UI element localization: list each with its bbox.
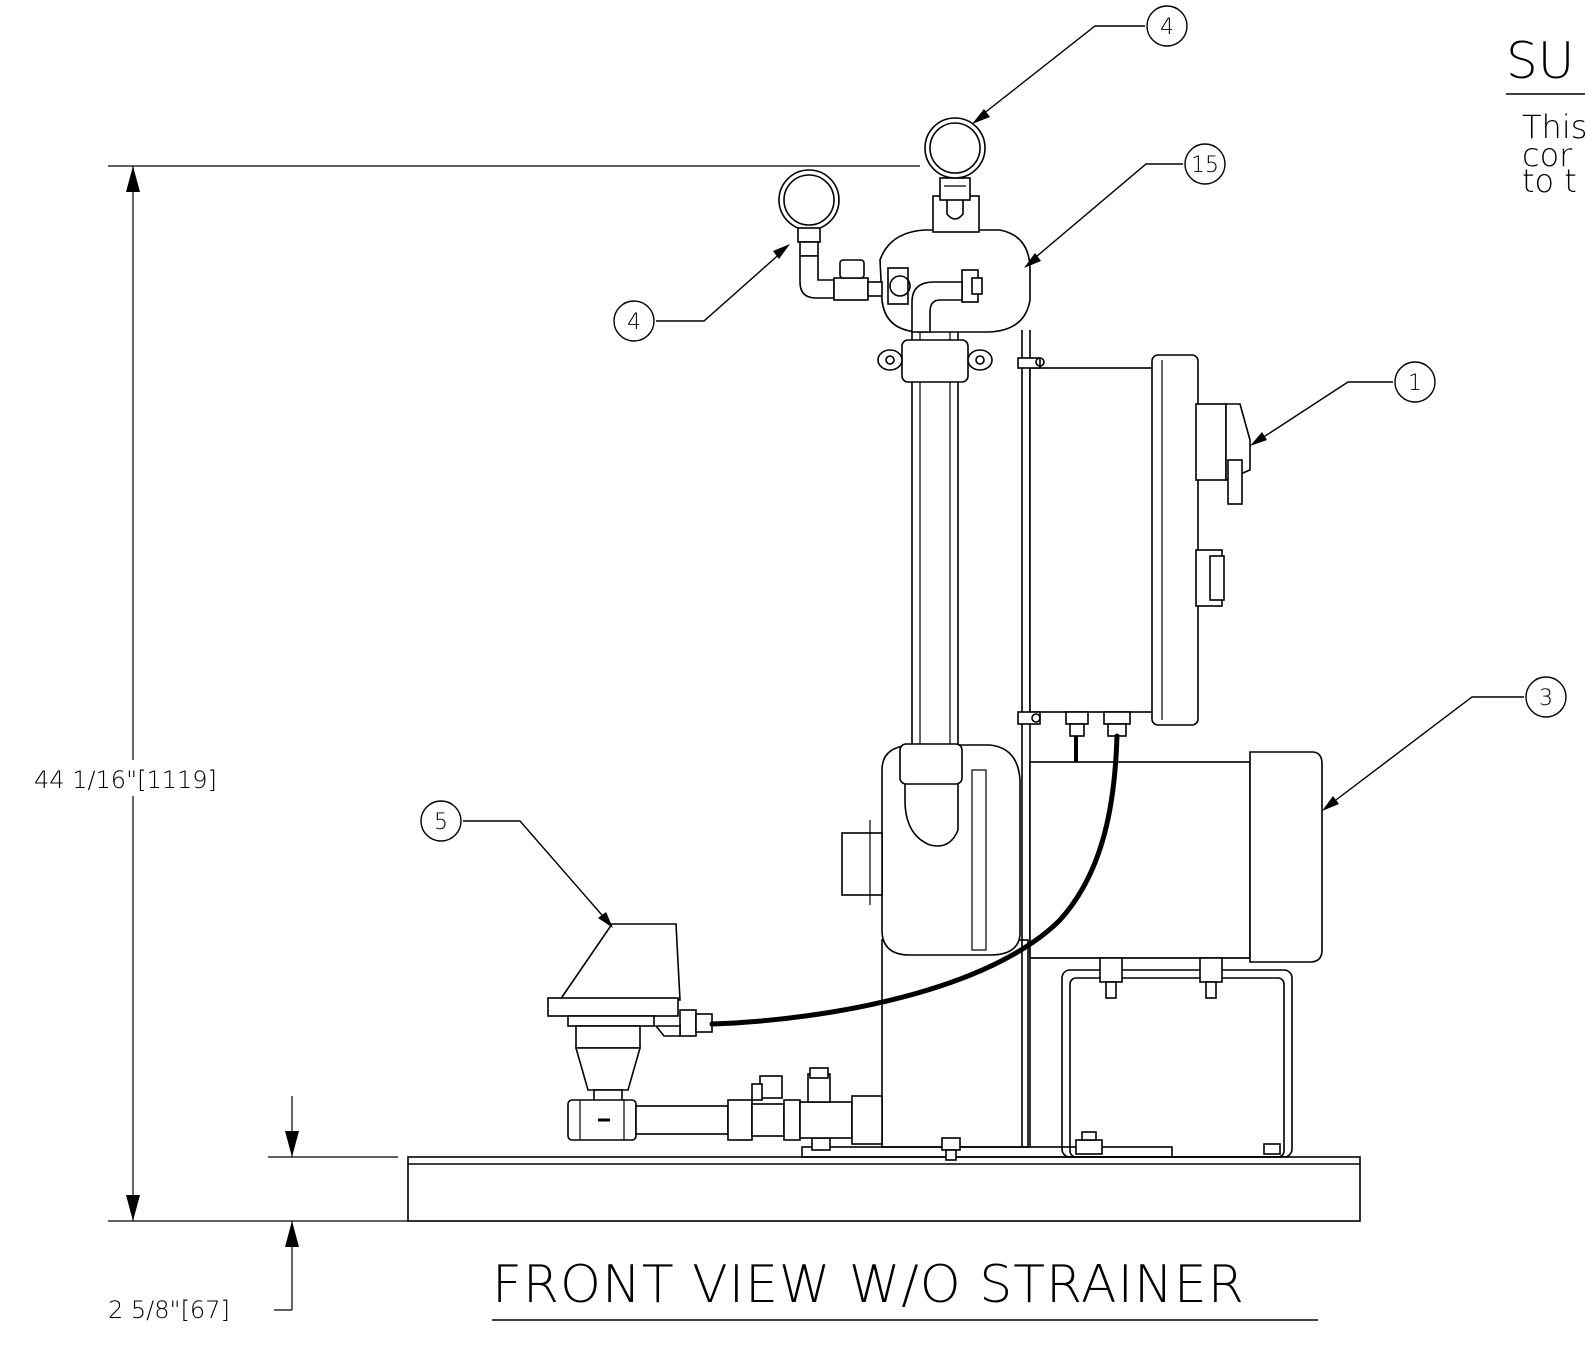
leader-balloon-4-left xyxy=(656,244,790,322)
view-title: FRONT VIEW W/O STRAINER xyxy=(492,1255,1245,1315)
leader-balloon-15 xyxy=(1024,163,1183,268)
balloon-3: 3 xyxy=(1525,676,1567,718)
svg-text:1: 1 xyxy=(1408,371,1422,396)
vertical-pipe xyxy=(877,281,993,761)
svg-text:4: 4 xyxy=(1160,15,1174,40)
side-note-line-1: This xyxy=(1522,108,1585,146)
sensor-hose xyxy=(709,733,1120,1027)
leader-balloon-5 xyxy=(463,820,613,928)
frame-post xyxy=(801,330,1281,1161)
pump-volute xyxy=(841,743,1021,956)
leader-balloon-3 xyxy=(1322,696,1524,811)
side-note-line-2: cor xyxy=(1522,136,1573,174)
bottom-piping xyxy=(567,1067,883,1145)
side-panel-title: SU xyxy=(1506,32,1574,90)
pump-motor xyxy=(1029,751,1323,963)
dimension-overall-height xyxy=(28,165,920,1222)
base-skid xyxy=(407,1156,1361,1222)
dimension-base-height xyxy=(268,1096,398,1311)
balloon-4-top: 4 xyxy=(1146,5,1188,47)
motor-stand xyxy=(1061,957,1293,1158)
balloon-15: 15 xyxy=(1184,143,1226,185)
top-pressure-gauge xyxy=(924,117,986,179)
svg-text:4: 4 xyxy=(627,310,641,335)
balloon-5: 5 xyxy=(420,800,462,842)
sensor-head xyxy=(547,923,713,1103)
base-height-label: 2 5/8"[67] xyxy=(108,1296,230,1324)
leader-balloon-4-top xyxy=(972,25,1145,124)
left-pressure-gauge xyxy=(778,169,883,301)
svg-text:15: 15 xyxy=(1191,153,1219,178)
balloon-1: 1 xyxy=(1394,361,1436,403)
top-housing xyxy=(879,177,1031,333)
side-note-line-3: to t xyxy=(1522,162,1577,200)
overall-height-label: 44 1/16"[1119] xyxy=(34,766,217,794)
svg-text:3: 3 xyxy=(1539,686,1553,711)
svg-text:5: 5 xyxy=(434,810,448,835)
leader-balloon-1 xyxy=(1250,381,1393,446)
balloon-4-left: 4 xyxy=(613,300,655,342)
control-enclosure xyxy=(1017,354,1251,768)
